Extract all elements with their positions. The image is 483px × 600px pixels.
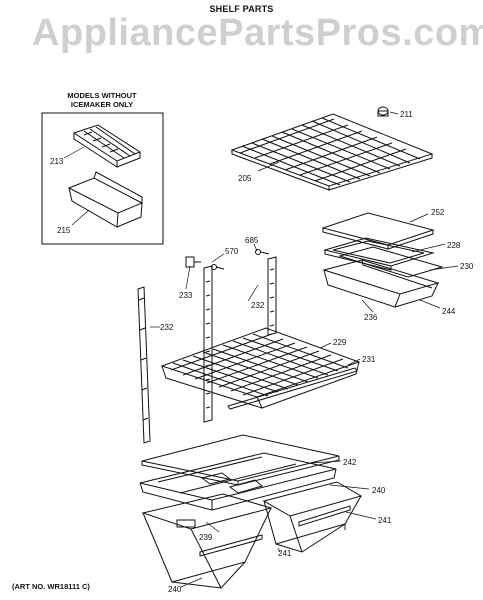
- crisper-pan-right-240: [262, 481, 363, 553]
- callout-241-left: 241: [278, 549, 292, 558]
- crisper-cover-242: [141, 434, 340, 486]
- leader-lines: [63, 111, 459, 588]
- callout-232-upper: 232: [251, 301, 265, 310]
- inset-title-text: MODELS WITHOUT ICEMAKER ONLY: [67, 91, 137, 109]
- inset-box: [41, 112, 164, 245]
- callout-570: 570: [225, 247, 239, 256]
- wire-shelf-205: [230, 113, 434, 191]
- callout-213: 213: [50, 157, 64, 166]
- callout-211: 211: [400, 110, 413, 119]
- callout-240-right: 240: [372, 486, 386, 495]
- ice-tray-213: [72, 124, 142, 168]
- shelf-bumper-211: [377, 106, 389, 117]
- watermark-text: AppliancePartsPros.com: [32, 12, 483, 54]
- callout-685: 685: [245, 236, 259, 245]
- callout-229: 229: [333, 338, 347, 347]
- callout-230: 230: [460, 262, 474, 271]
- ice-bin-215: [67, 171, 144, 228]
- callout-236: 236: [364, 313, 378, 322]
- callout-240-left: 240: [168, 585, 182, 594]
- side-support-232: [137, 286, 151, 444]
- callout-215: 215: [57, 226, 71, 235]
- callout-241-right: 241: [378, 516, 392, 525]
- callout-labels: 211 205 213 215 252 228 230 244 236 685 …: [50, 110, 474, 594]
- pan-divider-239: [176, 519, 196, 528]
- callout-232-side: 232: [160, 323, 174, 332]
- callout-205: 205: [238, 174, 252, 183]
- art-number: (ART NO. WR18111 C): [12, 582, 90, 591]
- callout-231: 231: [362, 355, 376, 364]
- diagram-title: SHELF PARTS: [209, 4, 274, 14]
- meat-pan-236: [322, 259, 440, 308]
- crisper-pan-left-240: [141, 493, 273, 589]
- pan-cover-252: [321, 212, 435, 250]
- callout-233: 233: [179, 291, 193, 300]
- callout-252: 252: [431, 208, 445, 217]
- callout-228: 228: [447, 241, 461, 250]
- crisper-frame: [139, 452, 337, 511]
- callout-239: 239: [199, 533, 213, 542]
- shelf-ladder-232: [203, 256, 277, 423]
- glass-shelf-229: [160, 327, 361, 409]
- cover-glass-230: [338, 246, 444, 278]
- inset-title: MODELS WITHOUT ICEMAKER ONLY: [42, 91, 162, 109]
- mounting-hardware: [185, 249, 270, 270]
- callout-242: 242: [343, 458, 357, 467]
- shelf-trim-231: [227, 367, 358, 410]
- callout-244: 244: [442, 307, 456, 316]
